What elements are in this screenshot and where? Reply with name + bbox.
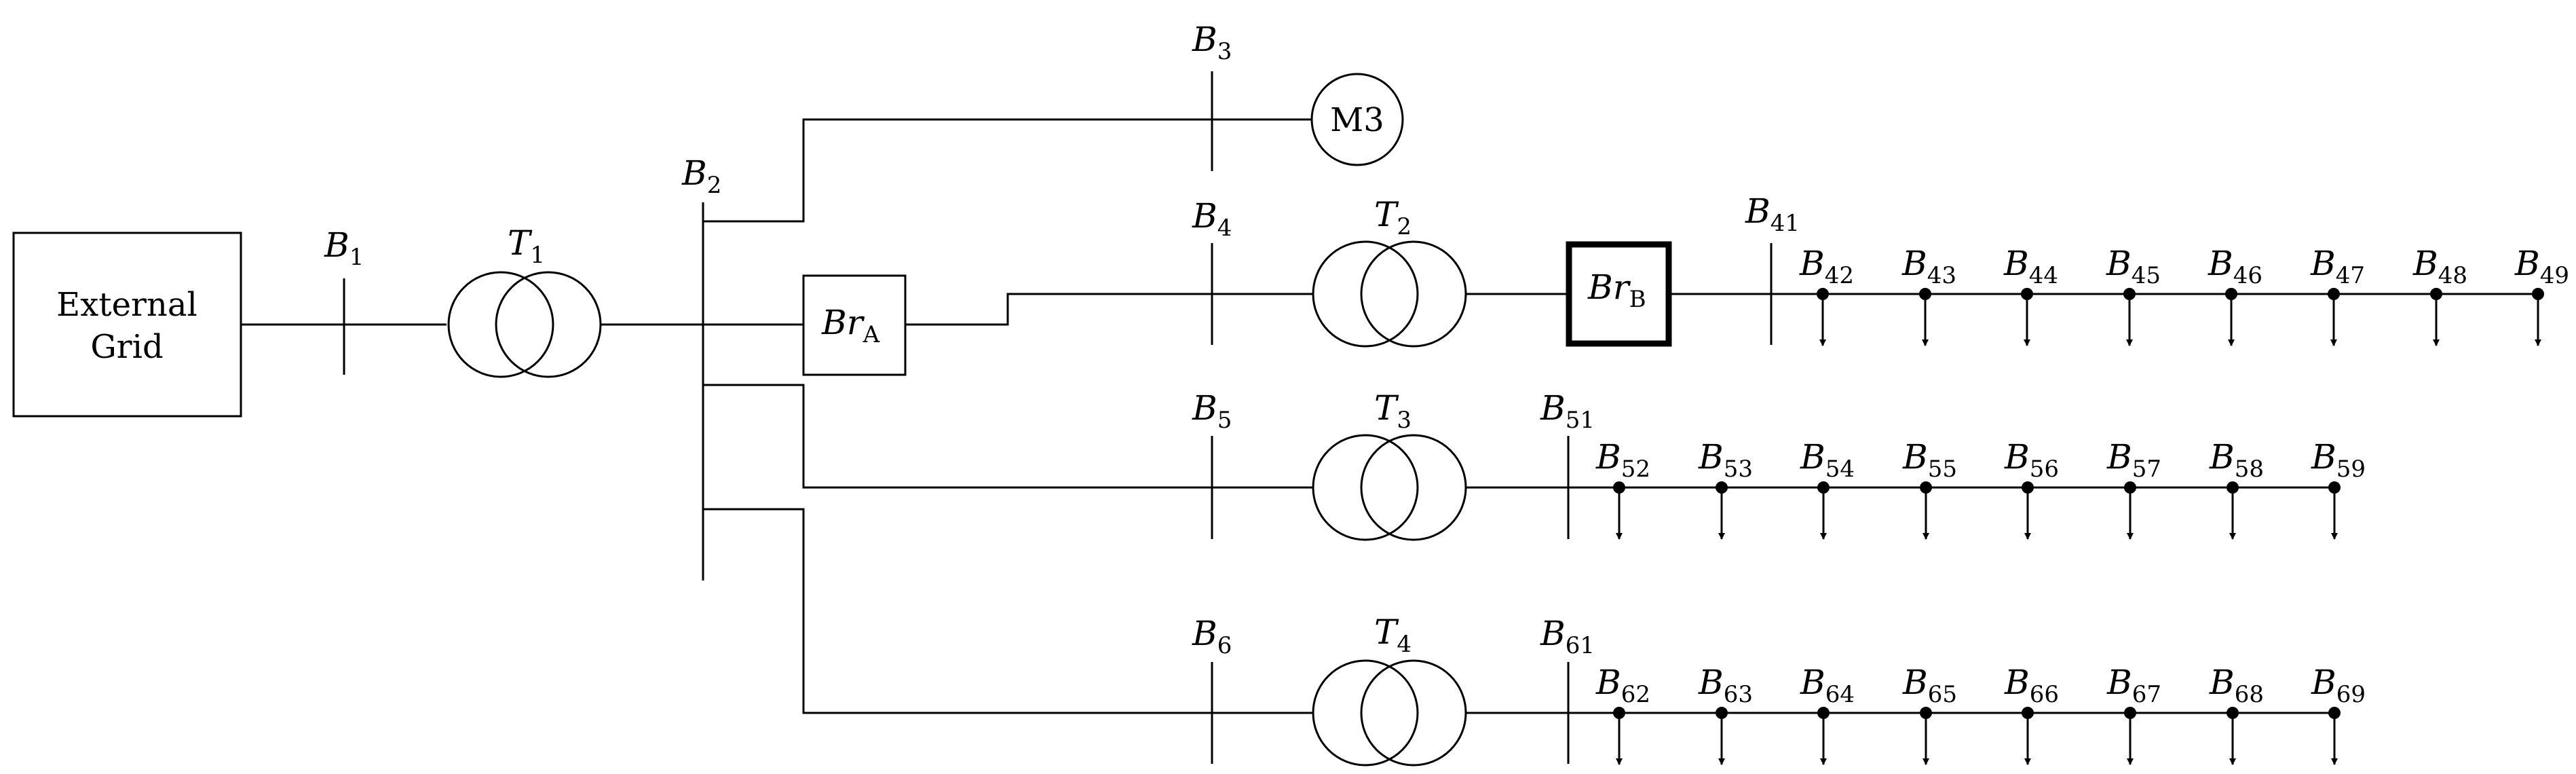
transformer-t2 xyxy=(1312,240,1467,348)
bus-b67-label: B67 xyxy=(2106,663,2161,708)
label-b51: B51 xyxy=(1540,388,1595,434)
label-b2: B2 xyxy=(681,153,721,199)
bus-b66-label: B66 xyxy=(2004,663,2059,708)
bus-b54-label: B54 xyxy=(1800,437,1855,483)
feeder-row-41: B42 B43 B44 B45 B46 B47 B48 B49 xyxy=(1799,244,2569,346)
feeder-row-61: B62 B63 B64 B65 B66 B67 B68 B69 xyxy=(1595,663,2366,765)
bus-b55-label: B55 xyxy=(1902,437,1957,483)
bus-b47-label: B47 xyxy=(2310,244,2365,289)
label-b1: B1 xyxy=(324,225,364,271)
bus-b48-label: B48 xyxy=(2412,244,2467,289)
label-bra: BrA xyxy=(821,303,880,348)
label-brb: BrB xyxy=(1587,268,1646,313)
bus-b58-label: B58 xyxy=(2209,437,2264,483)
transformer-t1 xyxy=(447,271,602,378)
bus-b43-label: B43 xyxy=(1901,244,1956,289)
bus-b52-label: B52 xyxy=(1595,437,1650,483)
transformer-t3 xyxy=(1312,434,1467,541)
motor-m3: M3 xyxy=(1310,73,1404,166)
line-bra-t2 xyxy=(905,293,1313,326)
bus-b63-label: B63 xyxy=(1698,663,1753,708)
bus-b69-label: B69 xyxy=(2311,663,2366,708)
label-b41: B41 xyxy=(1745,191,1800,237)
line-b2-t3 xyxy=(703,384,1313,489)
external-grid: External Grid xyxy=(12,232,242,418)
motor-label: M3 xyxy=(1330,101,1384,139)
bus-b46-label: B46 xyxy=(2208,244,2262,289)
bus-b42-label: B42 xyxy=(1799,244,1854,289)
bus-b44-label: B44 xyxy=(2003,244,2058,289)
bus-b49-label: B49 xyxy=(2514,244,2569,289)
bus-b64-label: B64 xyxy=(1800,663,1855,708)
label-t1: T1 xyxy=(508,223,545,269)
bus-b56-label: B56 xyxy=(2004,437,2059,483)
label-b5: B5 xyxy=(1192,388,1232,434)
bus-b45-label: B45 xyxy=(2106,244,2161,289)
bus-b68-label: B68 xyxy=(2209,663,2264,708)
external-grid-label-line2: Grid xyxy=(90,328,163,366)
label-b6: B6 xyxy=(1192,614,1232,659)
bus-b59-label: B59 xyxy=(2311,437,2366,483)
feeder-row-51: B52 B53 B54 B55 B56 B57 B58 B59 xyxy=(1595,437,2366,540)
label-b61: B61 xyxy=(1540,614,1595,659)
bus-b65-label: B65 xyxy=(1902,663,1957,708)
label-t3: T3 xyxy=(1374,388,1412,434)
label-b3: B3 xyxy=(1192,20,1232,65)
label-t4: T4 xyxy=(1374,612,1412,658)
external-grid-label-line1: External xyxy=(56,286,197,324)
bus-b62-label: B62 xyxy=(1595,663,1650,708)
line-b2-m3 xyxy=(703,118,1312,223)
transformer-t4 xyxy=(1312,659,1467,767)
bus-b57-label: B57 xyxy=(2106,437,2161,483)
label-b4: B4 xyxy=(1192,196,1232,242)
bus-b53-label: B53 xyxy=(1698,437,1753,483)
line-b2-t4 xyxy=(703,508,1313,714)
label-t2: T2 xyxy=(1374,195,1412,240)
